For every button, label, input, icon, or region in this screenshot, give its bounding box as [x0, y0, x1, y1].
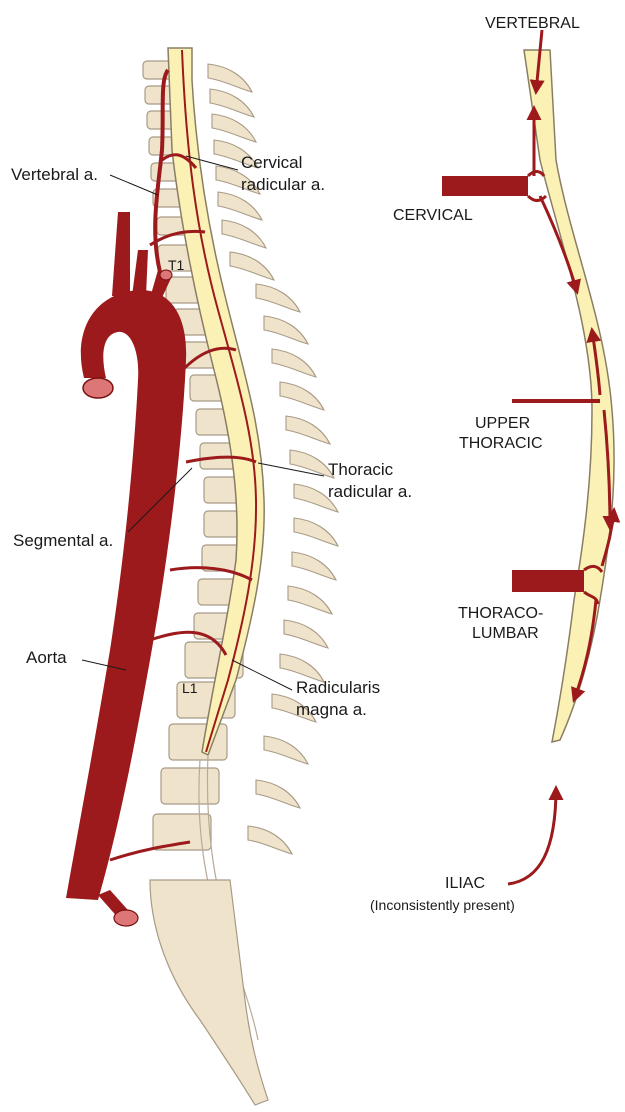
spinous-process: [256, 284, 300, 312]
ascending-aorta-cut-end: [83, 378, 113, 398]
label-l1: L1: [182, 680, 198, 696]
label-radicularis-magna-2: magna a.: [296, 700, 367, 719]
vertebral-body: [161, 768, 219, 804]
iliac-arrow: [508, 788, 556, 884]
spinous-process: [292, 552, 336, 580]
aorta: [66, 290, 186, 900]
label-segmental-artery: Segmental a.: [13, 531, 113, 550]
label-radicularis-magna-1: Radicularis: [296, 678, 380, 697]
carotid-artery: [132, 250, 148, 296]
spinous-process: [210, 89, 254, 117]
spinous-process: [284, 620, 328, 648]
label-cervical-radicular-1: Cervical: [241, 153, 302, 172]
spinous-process: [230, 252, 274, 280]
sacrum: [150, 880, 268, 1105]
lumbar-segmental: [110, 842, 190, 860]
label-upper-thoracic-1: UPPER: [475, 415, 530, 432]
label-thoracolumbar-1: THORACO-: [458, 605, 543, 622]
brachiocephalic-trunk: [112, 212, 130, 296]
label-aorta: Aorta: [26, 648, 67, 667]
spinous-process: [280, 382, 324, 410]
spinous-process: [208, 64, 252, 92]
label-thoracic-radicular-1: Thoracic: [328, 460, 394, 479]
label-cervical: CERVICAL: [393, 207, 473, 224]
spinous-process: [212, 114, 256, 142]
thoracolumbar-feeder: [512, 570, 584, 592]
label-vertebral: VERTEBRAL: [485, 15, 580, 32]
spinous-process: [286, 416, 330, 444]
spinous-process: [288, 586, 332, 614]
spinous-process: [272, 349, 316, 377]
spinous-process: [264, 316, 308, 344]
spinous-process: [264, 736, 308, 764]
spinous-process: [218, 192, 262, 220]
label-iliac: ILIAC: [445, 875, 485, 892]
spinous-process: [222, 220, 266, 248]
label-iliac-note: (Inconsistently present): [370, 897, 515, 913]
spinous-process: [256, 780, 300, 808]
cervical-feeder: [442, 176, 528, 196]
label-t1: T1: [168, 257, 185, 273]
label-vertebral-artery: Vertebral a.: [11, 165, 98, 184]
spinous-process: [294, 518, 338, 546]
label-thoracolumbar-2: LUMBAR: [472, 625, 539, 642]
label-thoracic-radicular-2: radicular a.: [328, 482, 412, 501]
spinous-process: [248, 826, 292, 854]
upper-thoracic-feeder: [512, 399, 600, 403]
label-upper-thoracic-2: THORACIC: [459, 435, 543, 452]
cervical-junction: [528, 172, 546, 201]
label-cervical-radicular-2: radicular a.: [241, 175, 325, 194]
iliac-cut-end: [114, 910, 138, 926]
